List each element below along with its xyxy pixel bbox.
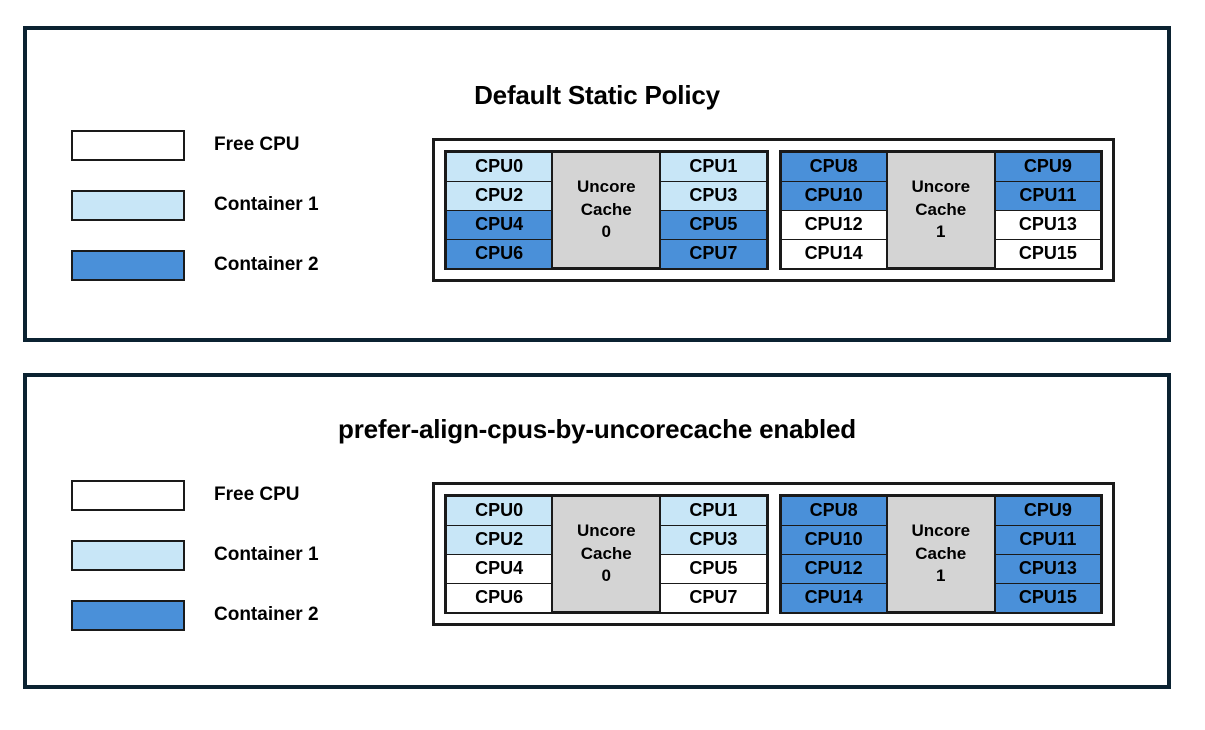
panel-prefer-align-cpus-by-uncorecache: prefer-align-cpus-by-uncorecache enabled…: [23, 373, 1171, 689]
uncore-cache-line-2: Cache: [915, 199, 967, 219]
panel-default-static-policy: Default Static Policy Free CPU Container…: [23, 26, 1171, 342]
legend-swatch-free-cpu: [71, 129, 185, 161]
legend-item-container-2: Container 2: [71, 599, 319, 631]
cpu-cell: CPU11: [994, 180, 1102, 211]
uncore-cache-label: Uncore Cache 1: [886, 496, 995, 612]
page-title: Default Static Policy: [474, 80, 720, 110]
socket-uncore-cache-1: CPU8 CPU10 CPU12 CPU14 Uncore Cache 1 CP…: [778, 150, 1103, 270]
uncore-cache-label: Uncore Cache 0: [552, 152, 661, 268]
cpu-cell: CPU4: [446, 209, 553, 240]
cpu-cell: CPU10: [780, 180, 887, 211]
socket-uncore-cache-1: CPU8 CPU10 CPU12 CPU14 Uncore Cache 1 CP…: [778, 494, 1103, 614]
uncore-cache-line-1: Uncore: [911, 177, 971, 197]
socket-uncore-cache-0: CPU0 CPU2 CPU4 CPU6 Uncore Cache 0 CPU1 …: [444, 494, 769, 614]
cpu-cell: CPU1: [660, 495, 767, 526]
legend-label-free-cpu: Free CPU: [214, 134, 300, 155]
cpu-topology-diagram: CPU0 CPU2 CPU4 CPU6 Uncore Cache 0 CPU1 …: [432, 482, 1115, 626]
legend: Free CPU Container 1 Container 2: [71, 129, 319, 309]
uncore-cache-index: 1: [936, 566, 946, 586]
cpu-column-left: CPU8 CPU10 CPU12 CPU14: [780, 495, 887, 613]
cpu-cell: CPU9: [994, 495, 1102, 526]
cpu-cell: CPU0: [446, 495, 553, 526]
cpu-cell: CPU8: [780, 151, 887, 182]
uncore-cache-line-2: Cache: [580, 543, 632, 563]
legend-label-container-2: Container 2: [214, 604, 319, 625]
legend-label-container-1: Container 1: [214, 194, 319, 215]
legend-item-container-1: Container 1: [71, 539, 319, 571]
cpu-cell: CPU7: [660, 238, 767, 269]
cpu-cell: CPU12: [780, 209, 887, 240]
uncore-cache-label: Uncore Cache 1: [886, 152, 995, 268]
cpu-cell: CPU15: [994, 238, 1102, 269]
legend-swatch-free-cpu: [71, 479, 185, 511]
legend-item-free-cpu: Free CPU: [71, 129, 319, 161]
uncore-cache-index: 0: [601, 222, 611, 242]
legend-label-container-1: Container 1: [214, 544, 319, 565]
legend-label-free-cpu: Free CPU: [214, 484, 300, 505]
uncore-cache-line-2: Cache: [915, 543, 967, 563]
cpu-cell: CPU13: [994, 553, 1102, 584]
cpu-cell: CPU6: [446, 238, 553, 269]
cpu-column-right: CPU1 CPU3 CPU5 CPU7: [660, 495, 767, 613]
cpu-column-right: CPU9 CPU11 CPU13 CPU15: [994, 495, 1102, 613]
page-title: prefer-align-cpus-by-uncorecache enabled: [338, 414, 856, 444]
uncore-cache-line-1: Uncore: [576, 521, 636, 541]
cpu-column-left: CPU0 CPU2 CPU4 CPU6: [446, 495, 553, 613]
cpu-cell: CPU13: [994, 209, 1102, 240]
legend-swatch-container-2: [71, 249, 185, 281]
cpu-cell: CPU5: [660, 553, 767, 584]
uncore-cache-index: 0: [601, 566, 611, 586]
legend-label-container-2: Container 2: [214, 254, 319, 275]
cpu-cell: CPU12: [780, 553, 887, 584]
cpu-cell: CPU9: [994, 151, 1102, 182]
cpu-cell: CPU7: [660, 582, 767, 613]
cpu-column-right: CPU9 CPU11 CPU13 CPU15: [994, 151, 1102, 269]
uncore-cache-line-1: Uncore: [576, 177, 636, 197]
cpu-topology-diagram: CPU0 CPU2 CPU4 CPU6 Uncore Cache 0 CPU1 …: [432, 138, 1115, 282]
cpu-cell: CPU1: [660, 151, 767, 182]
cpu-cell: CPU3: [660, 524, 767, 555]
legend-swatch-container-1: [71, 189, 185, 221]
legend-item-container-1: Container 1: [71, 189, 319, 221]
cpu-cell: CPU11: [994, 524, 1102, 555]
cpu-cell: CPU0: [446, 151, 553, 182]
cpu-cell: CPU15: [994, 582, 1102, 613]
legend-swatch-container-1: [71, 539, 185, 571]
cpu-cell: CPU3: [660, 180, 767, 211]
cpu-cell: CPU14: [780, 238, 887, 269]
cpu-column-right: CPU1 CPU3 CPU5 CPU7: [660, 151, 767, 269]
cpu-cell: CPU2: [446, 180, 553, 211]
cpu-cell: CPU8: [780, 495, 887, 526]
cpu-column-left: CPU8 CPU10 CPU12 CPU14: [780, 151, 887, 269]
legend-item-container-2: Container 2: [71, 249, 319, 281]
uncore-cache-line-2: Cache: [580, 199, 632, 219]
socket-uncore-cache-0: CPU0 CPU2 CPU4 CPU6 Uncore Cache 0 CPU1 …: [444, 150, 769, 270]
cpu-cell: CPU14: [780, 582, 887, 613]
cpu-cell: CPU10: [780, 524, 887, 555]
cpu-cell: CPU4: [446, 553, 553, 584]
uncore-cache-index: 1: [936, 222, 946, 242]
legend-item-free-cpu: Free CPU: [71, 479, 319, 511]
legend-swatch-container-2: [71, 599, 185, 631]
cpu-cell: CPU2: [446, 524, 553, 555]
legend: Free CPU Container 1 Container 2: [71, 479, 319, 659]
uncore-cache-label: Uncore Cache 0: [552, 496, 661, 612]
cpu-cell: CPU6: [446, 582, 553, 613]
cpu-column-left: CPU0 CPU2 CPU4 CPU6: [446, 151, 553, 269]
uncore-cache-line-1: Uncore: [911, 521, 971, 541]
cpu-cell: CPU5: [660, 209, 767, 240]
